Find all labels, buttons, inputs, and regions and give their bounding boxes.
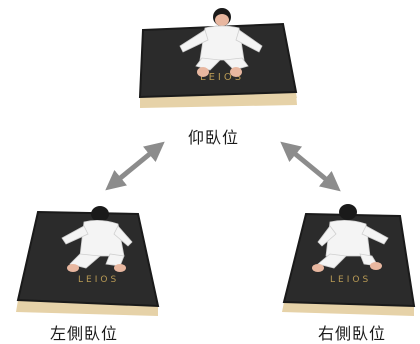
- label-right-lateral: 右側臥位: [318, 324, 387, 343]
- double-arrow-icon: [280, 141, 341, 192]
- figure-supine: [179, 8, 263, 77]
- mattress-logo: LEIOS: [78, 275, 119, 285]
- label-left-lateral: 左側臥位: [50, 324, 119, 343]
- figure-right-lateral: [312, 204, 389, 272]
- mattress-logo: LEIOS: [330, 275, 371, 285]
- figure-left-lateral: [61, 206, 133, 272]
- double-arrow-icon: [105, 141, 165, 191]
- mattress-logo: LEIOS: [200, 72, 244, 83]
- label-supine: 仰臥位: [188, 128, 240, 147]
